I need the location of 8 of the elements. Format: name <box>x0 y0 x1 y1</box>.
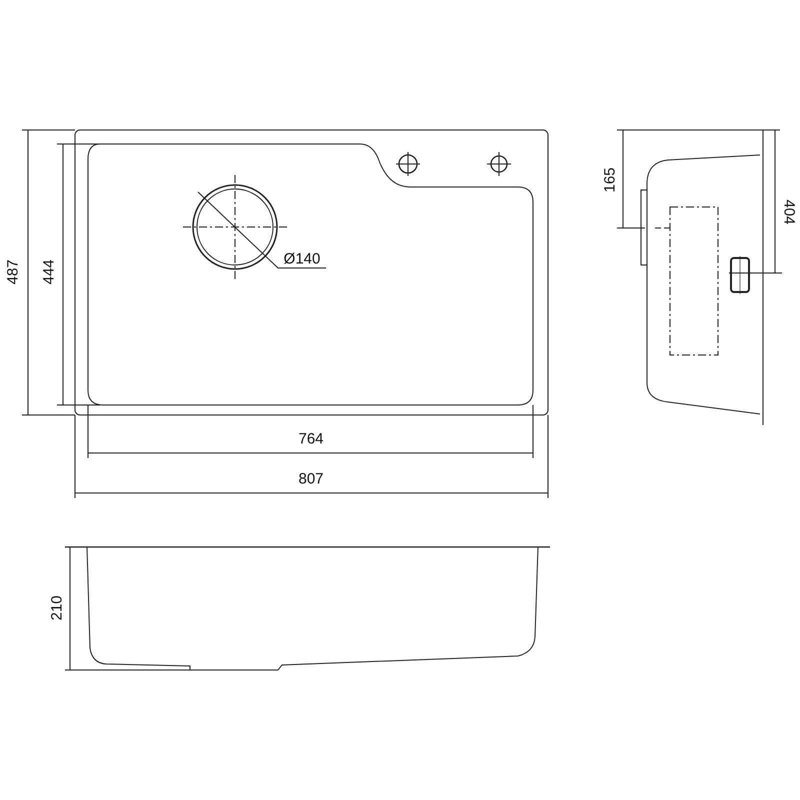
dimension-text: 404 <box>782 199 796 225</box>
dimension-text: 807 <box>298 472 324 486</box>
dimension-text: 487 <box>6 259 20 285</box>
dimension-text: 165 <box>602 167 618 193</box>
dimension-text: 444 <box>42 259 56 285</box>
dimension-text: 764 <box>298 432 324 446</box>
dimension-text: Ø140 <box>284 252 320 266</box>
dimension-text: 210 <box>50 595 64 621</box>
